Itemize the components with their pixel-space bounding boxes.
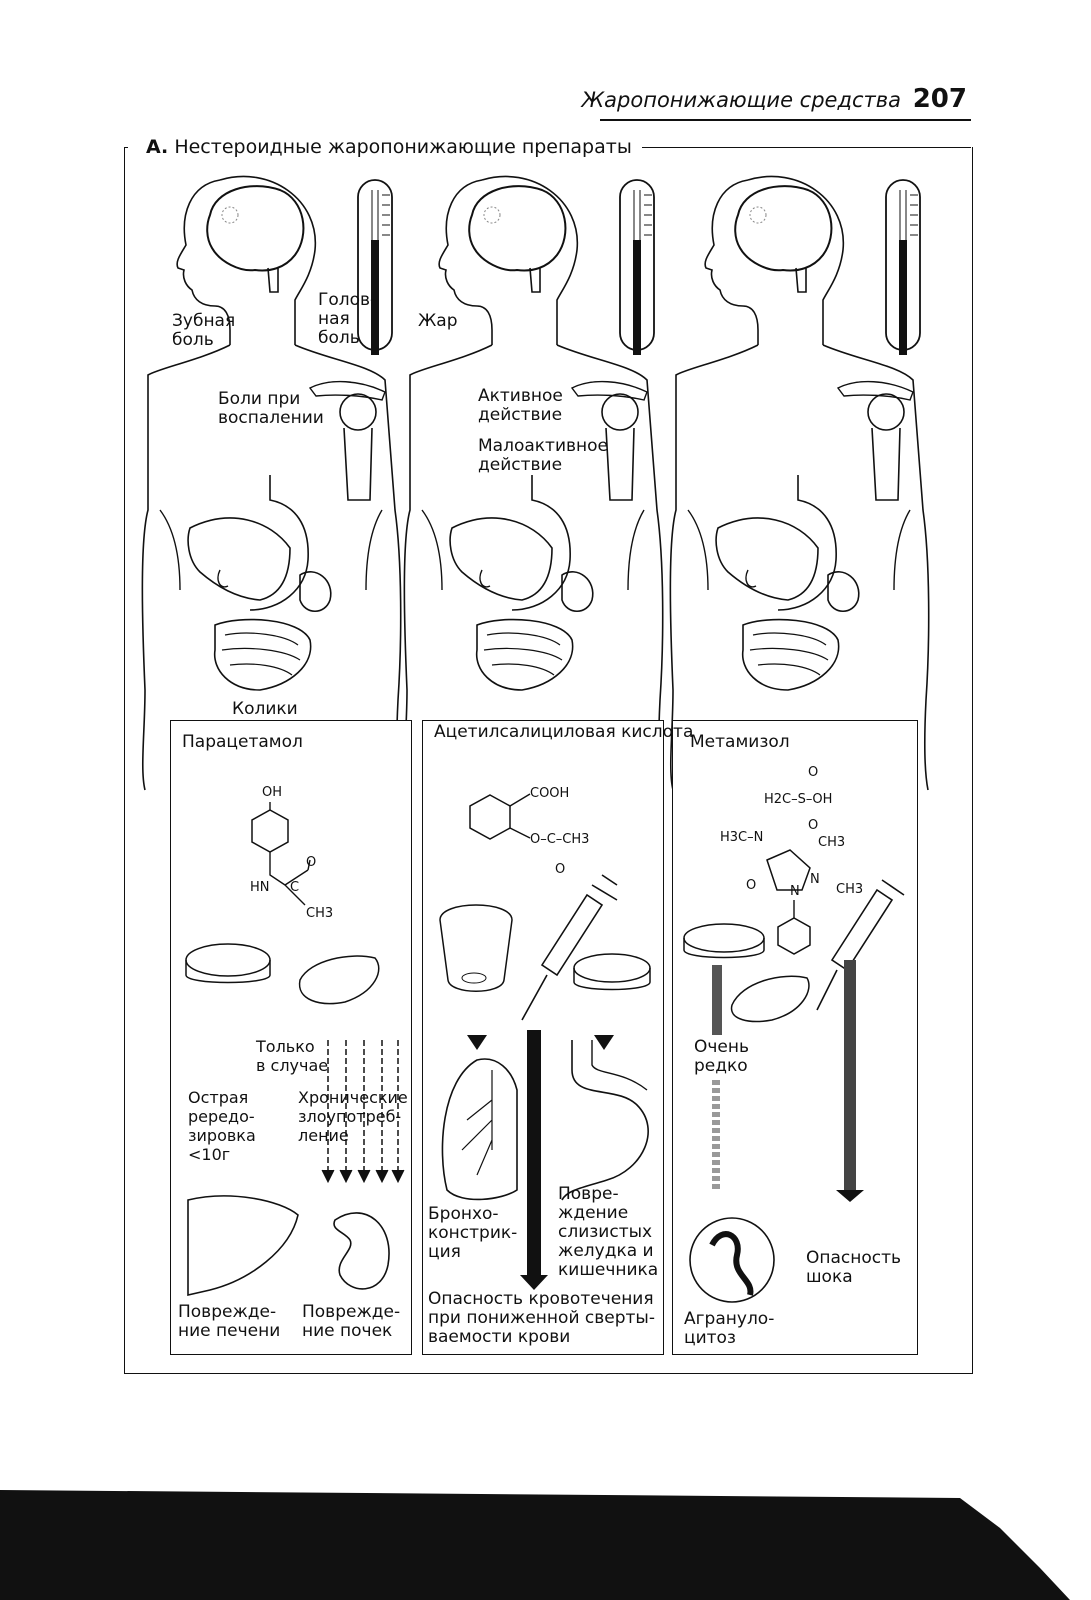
aspirin-graphics (439, 793, 651, 1290)
pyrazolone-ring (766, 849, 811, 891)
chem-ch3-a: CH3 (818, 835, 846, 850)
phenyl-ring (777, 917, 811, 955)
chem-h3cn: H3C–N (720, 830, 764, 845)
label-bronchoconstriction: Бронхо- констрик- ция (428, 1204, 518, 1262)
label-chronic-abuse: Хронические злоупотреб- ление (298, 1088, 408, 1145)
section-frame (124, 147, 973, 1374)
paracetamol-graphics (185, 802, 405, 1297)
section-title: A. Нестероидные жаропонижающие препараты (128, 136, 642, 158)
label-headache: Голов- ная боль (318, 290, 377, 348)
chem-cooh: COOH (530, 786, 570, 801)
label-toothache: Зубная боль (172, 311, 236, 350)
benzene-ring (251, 809, 289, 853)
label-shock-risk: Опасность шока (806, 1248, 902, 1287)
chem-hn: HN (250, 880, 270, 895)
label-agranulocytosis: Агрануло- цитоз (684, 1309, 775, 1348)
chem-o-aspirin: O (555, 862, 566, 877)
header-rule (600, 119, 971, 121)
syringe-icon-metamizole (816, 879, 905, 1011)
chem-ester: O–C–CH3 (530, 832, 590, 847)
capsule-icon (298, 955, 380, 1005)
granulocyte-icon (689, 1217, 775, 1303)
tablet-icon-metamizole (683, 923, 765, 953)
chem-n1: N (790, 884, 800, 899)
body-figure-3 (669, 175, 930, 791)
metamizole-graphics (683, 849, 905, 1303)
label-low-active: Малоактивное действие (478, 436, 608, 475)
panel-metamizole (672, 720, 918, 1355)
chem-o-left: O (746, 878, 757, 893)
body-figure-1 (141, 175, 402, 791)
label-active: Активное действие (478, 386, 563, 425)
label-colic: Колики (232, 699, 298, 719)
stomach-icon (561, 1040, 649, 1201)
body-figure-2 (403, 175, 664, 791)
kidney-icon (333, 1212, 390, 1290)
label-inflammation-pain: Боли при воспалении (218, 389, 324, 428)
section-title-text: Нестероидные жаропонижающие препараты (174, 136, 632, 158)
running-head-title: Жаропонижающие средства (581, 88, 901, 112)
shock-arrow (844, 960, 856, 1190)
chem-n2: N (810, 872, 820, 887)
label-very-rare: Очень редко (694, 1037, 750, 1076)
scan-shadow (0, 1490, 1070, 1600)
panel-paracetamol (170, 720, 412, 1355)
label-only-case: Только в случае (256, 1037, 329, 1075)
chem-h2c: H2C–S–OH (764, 792, 833, 807)
benzene-ring-aspirin (469, 794, 511, 840)
chem-o-mid: O (808, 818, 819, 833)
label-kidney-damage: Поврежде- ние почек (302, 1302, 401, 1341)
chem-c: C (290, 880, 300, 895)
bleeding-arrow (527, 1030, 541, 1280)
label-acute-overdose: Острая pередо- зировка <10г (188, 1088, 256, 1164)
panel-aspirin (422, 720, 664, 1355)
glass-icon (439, 904, 513, 992)
liver-icon (187, 1195, 299, 1297)
drug-name-metamizole: Метамизол (690, 732, 790, 752)
chem-oh: OH (262, 785, 283, 800)
section-letter: A. (146, 136, 169, 158)
syringe-icon (521, 874, 618, 1021)
tablet-icon-aspirin (573, 953, 651, 983)
drug-name-aspirin: Ацетилсалициловая кислота (434, 722, 694, 742)
tablet-icon (185, 943, 271, 977)
section-frame-rule (600, 147, 971, 148)
chem-ch3-b: CH3 (836, 882, 864, 897)
label-bleeding-risk: Опасность кровотечения при пониженной св… (428, 1289, 655, 1347)
drug-name-paracetamol: Парацетамол (182, 732, 303, 752)
page-number: 207 (912, 84, 967, 114)
rare-arrow (712, 965, 722, 1035)
chem-ch3: CH3 (306, 906, 334, 921)
lung-icon (441, 1058, 518, 1201)
label-mucosa-damage: Повре- ждение слизистых желудка и кишечн… (558, 1184, 659, 1280)
label-liver-damage: Поврежде- ние печени (178, 1302, 281, 1341)
chem-o-top: O (808, 765, 819, 780)
chem-o: O (306, 855, 317, 870)
label-fever: Жар (418, 311, 458, 331)
capsule-icon-metamizole (730, 975, 810, 1023)
